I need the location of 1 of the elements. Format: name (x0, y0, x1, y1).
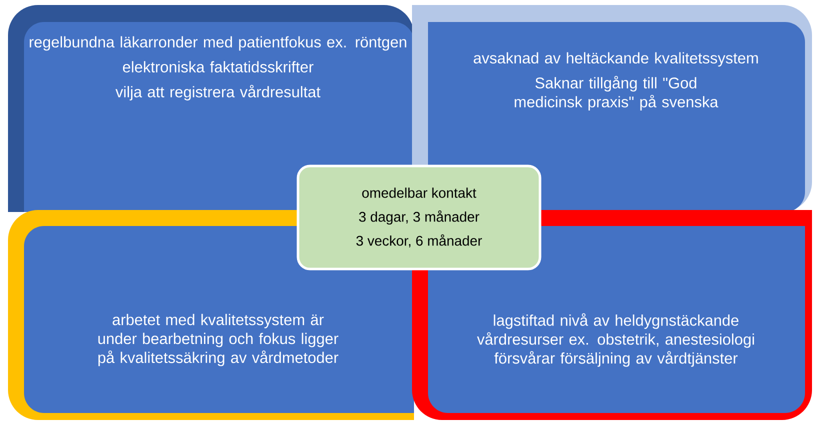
center-box: omedelbar kontakt 3 dagar, 3 månader 3 veckor, 6 månader (296, 164, 542, 270)
